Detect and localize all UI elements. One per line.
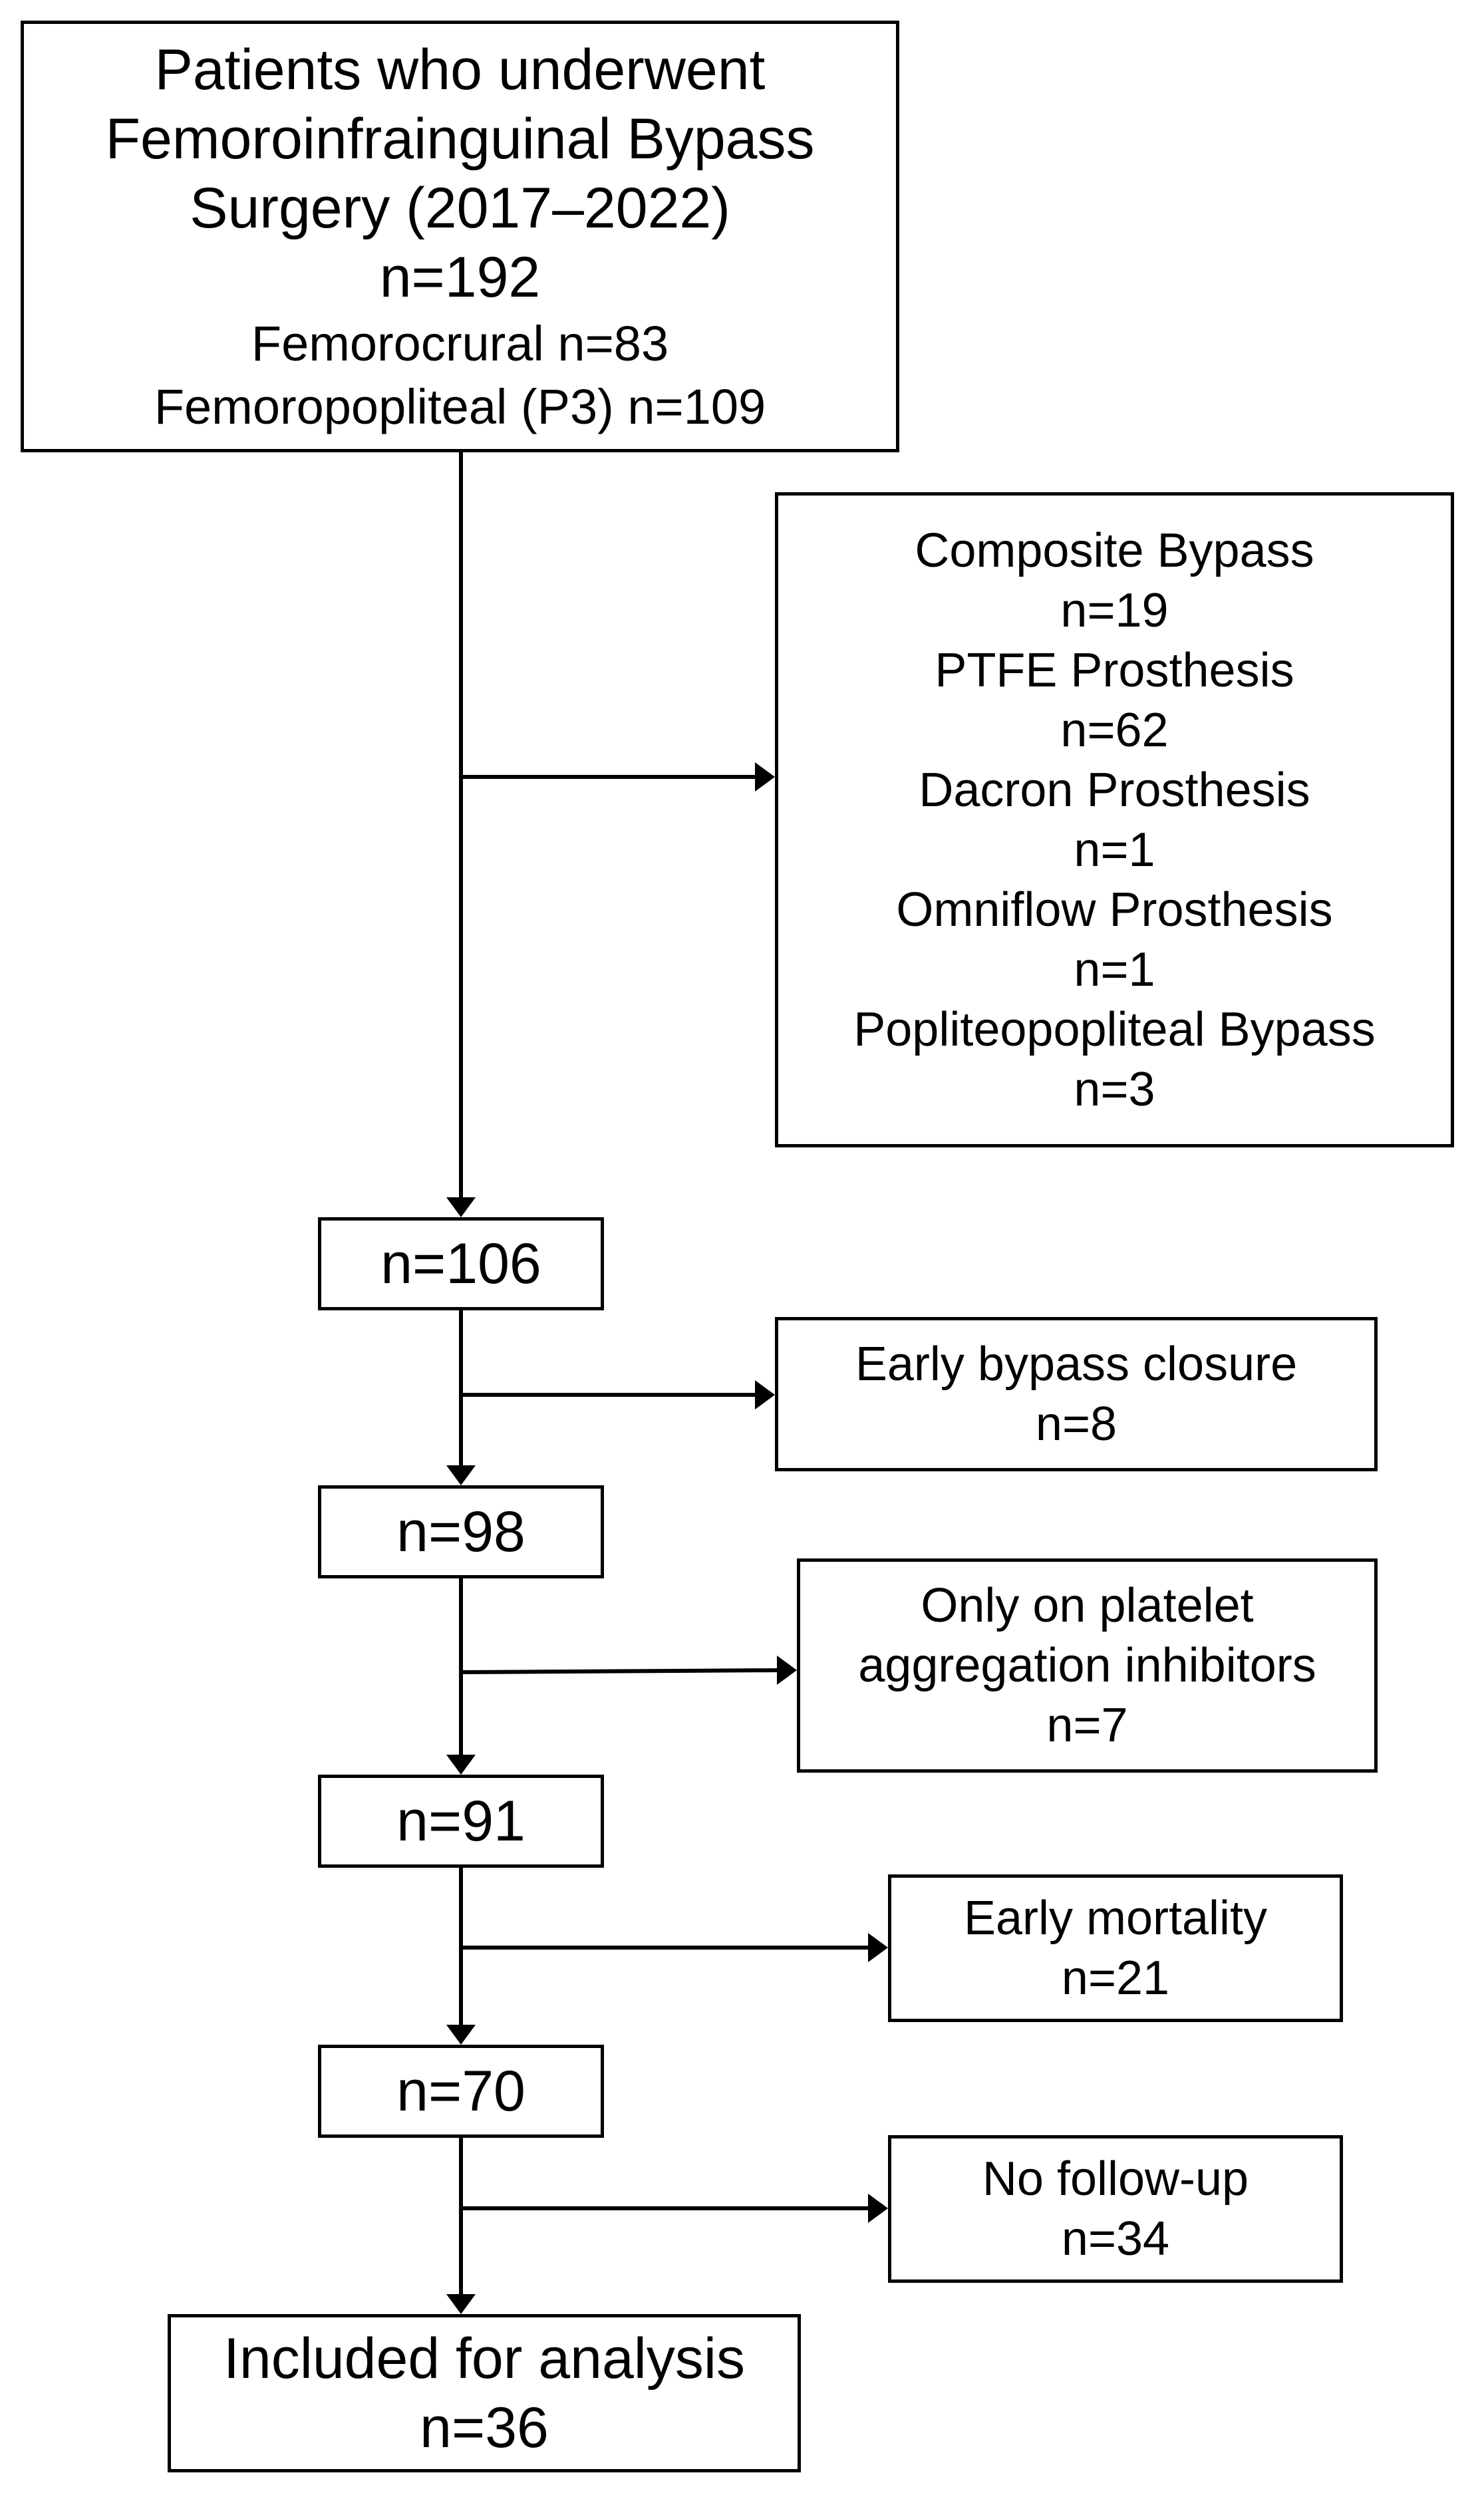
exclusion3-line-1: Only on platelet: [921, 1579, 1254, 1632]
exclusion-box-early-mortality: Early mortality n=21: [888, 1874, 1343, 2022]
final-count: n=36: [420, 2396, 549, 2460]
arrow-down-n91: [446, 1755, 476, 1775]
exclusion1-line-4: n=62: [1060, 703, 1169, 757]
exclusion5-line-2: n=34: [1061, 2212, 1170, 2266]
exclusion1-line-6: n=1: [1074, 823, 1155, 877]
arrow-right-exclusion3: [777, 1656, 797, 1685]
exclusion-box-prostheses: Composite Bypass n=19 PTFE Prosthesis n=…: [775, 492, 1454, 1147]
exclusion1-line-9: Popliteopopliteal Bypass: [853, 1002, 1376, 1056]
arrow-down-final: [446, 2294, 476, 2314]
final-line-1: Included for analysis: [223, 2327, 745, 2391]
exclusion2-line-2: n=8: [1035, 1397, 1117, 1451]
final-box-included: Included for analysis n=36: [168, 2314, 801, 2472]
exclusion-box-platelet-inhibitors: Only on platelet aggregation inhibitors …: [797, 1558, 1378, 1773]
step2-count: n=98: [396, 1500, 525, 1564]
step-box-n106: n=106: [318, 1217, 604, 1310]
arrow-down-n106: [446, 1197, 476, 1217]
arrow-down-n98: [446, 1465, 476, 1485]
exclusion1-line-10: n=3: [1074, 1062, 1155, 1116]
arrow-right-exclusion4: [868, 1933, 888, 1962]
exclusion4-line-1: Early mortality: [963, 1892, 1268, 1945]
start-line-1: Patients who underwent: [154, 37, 766, 102]
arrow-down-n70: [446, 2025, 476, 2045]
exclusion3-line-3: n=7: [1046, 1699, 1128, 1752]
start-line-3: Surgery (2017–2022): [190, 176, 730, 240]
exclusion4-line-2: n=21: [1061, 1952, 1170, 2005]
exclusion-box-early-closure: Early bypass closure n=8: [775, 1317, 1378, 1471]
exclusion2-line-1: Early bypass closure: [855, 1338, 1298, 1391]
step-box-n98: n=98: [318, 1485, 604, 1578]
exclusion-box-no-follow-up: No follow-up n=34: [888, 2135, 1343, 2283]
step-box-n91: n=91: [318, 1775, 604, 1868]
connector-to-exclusion3: [460, 1668, 782, 1674]
step3-count: n=91: [396, 1789, 525, 1853]
start-box: Patients who underwent Femoroinfrainguin…: [21, 21, 899, 452]
step1-count: n=106: [380, 1232, 541, 1296]
start-line-2: Femoroinfrainguinal Bypass: [105, 106, 815, 171]
exclusion5-line-1: No follow-up: [982, 2152, 1249, 2206]
exclusion1-line-5: Dacron Prosthesis: [919, 763, 1310, 817]
start-femorocrural: Femorocrural n=83: [251, 315, 669, 371]
arrow-right-exclusion5: [868, 2194, 888, 2223]
step4-count: n=70: [396, 2059, 525, 2123]
exclusion1-line-3: PTFE Prosthesis: [935, 643, 1294, 697]
arrow-right-exclusion2: [755, 1380, 775, 1409]
exclusion3-line-2: aggregation inhibitors: [858, 1639, 1316, 1692]
start-femoropopliteal: Femoropopliteal (P3) n=109: [154, 378, 766, 434]
exclusion1-line-7: Omniflow Prosthesis: [896, 883, 1333, 937]
arrow-right-exclusion1: [755, 762, 775, 792]
start-count: n=192: [379, 245, 541, 309]
step-box-n70: n=70: [318, 2045, 604, 2138]
exclusion1-line-2: n=19: [1060, 583, 1169, 637]
exclusion1-line-1: Composite Bypass: [915, 523, 1314, 577]
exclusion1-line-8: n=1: [1074, 943, 1155, 996]
